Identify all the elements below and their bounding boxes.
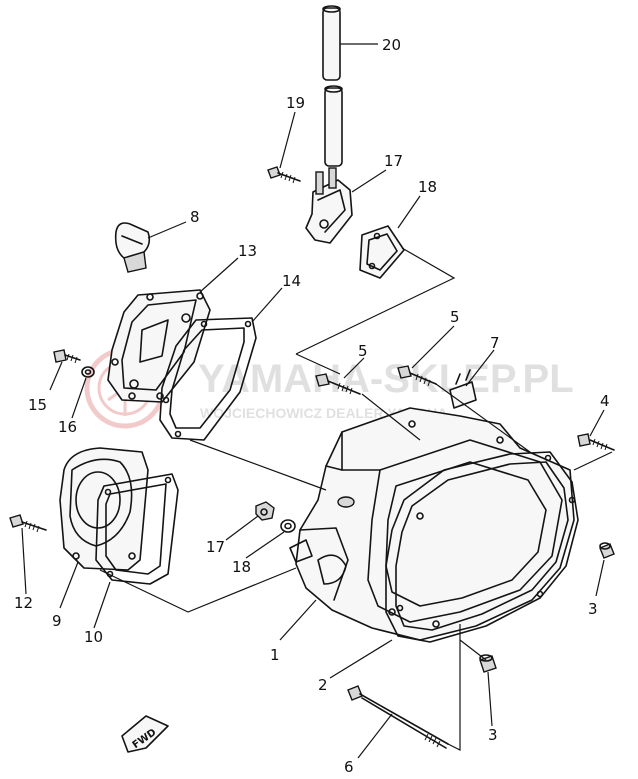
part-4-bolt: [577, 433, 615, 451]
callout-leaders: [21, 43, 605, 759]
callout-6: 6: [344, 758, 354, 776]
callout-16: 17: [206, 538, 225, 556]
callout-12: 13: [238, 242, 257, 260]
callout-3-upper: 3: [588, 600, 598, 618]
callout-13: 14: [282, 272, 301, 290]
part-14-bolt: [53, 349, 81, 364]
callout-19: 18: [418, 178, 437, 196]
callouts: 20 19 17 18 8 13 14 5 7 5 4 15 16 17 18 …: [14, 36, 610, 776]
part-2-gasket: [385, 451, 579, 643]
callout-11: 12: [14, 594, 33, 612]
callout-17: 18: [232, 558, 251, 576]
callout-1: 1: [270, 646, 280, 664]
callout-7: 7: [490, 334, 500, 352]
part-5-bolt-left: [315, 373, 361, 395]
part-21-hose: [322, 5, 343, 167]
part-16-bolt: [255, 501, 275, 521]
part-7-clamp: [449, 369, 477, 409]
callout-15: 16: [58, 418, 77, 436]
assembly-lines: [99, 247, 613, 751]
callout-5-left: 5: [358, 342, 368, 360]
part-9-cover: [59, 447, 149, 571]
callout-20: 19: [286, 94, 305, 112]
callout-18: 17: [384, 152, 403, 170]
part-8-cap: [114, 222, 151, 273]
part-13-gasket: [159, 317, 257, 441]
part-12-cover-plate: [107, 289, 211, 403]
part-20-bolt: [267, 166, 301, 184]
callout-9: 9: [52, 612, 62, 630]
part-19-gasket: [359, 225, 405, 279]
part-17-washer: [280, 519, 296, 533]
callout-2: 2: [318, 676, 328, 694]
callout-10: 10: [84, 628, 103, 646]
callout-3-lower: 3: [488, 726, 498, 744]
callout-8: 8: [190, 208, 200, 226]
part-6-long-bolt: [347, 685, 449, 749]
part-3-dowel-upper: [599, 542, 615, 559]
part-3-dowel-lower: [479, 654, 497, 673]
callout-4: 4: [600, 392, 610, 410]
part-11-bolt: [9, 514, 47, 533]
callout-21: 20: [382, 36, 401, 54]
watermark-brand: YAMAHA-SKLEP.PL: [198, 357, 574, 401]
forward-arrow-icon: FWD: [121, 715, 169, 753]
callout-14: 15: [28, 396, 47, 414]
callout-5-right: 5: [450, 308, 460, 326]
part-5-bolt-right: [397, 365, 437, 387]
part-1-crankcase-cover: [289, 407, 575, 641]
part-15-washer: [81, 366, 95, 378]
part-18-fitting: [305, 167, 353, 244]
